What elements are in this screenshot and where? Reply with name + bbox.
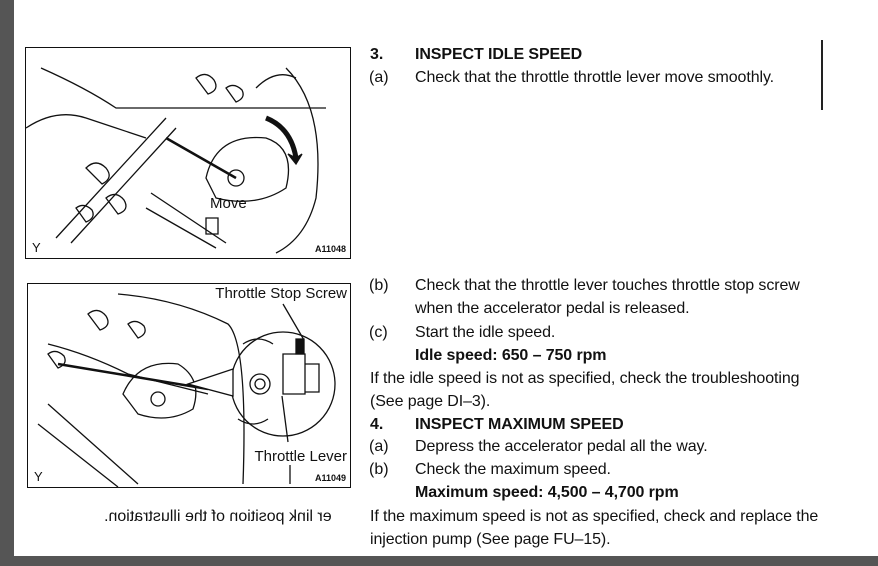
substep-mark: (b) <box>369 277 389 294</box>
substep-text: Start the idle speed. <box>415 324 556 341</box>
substep-text: Check that the throttle throttle lever m… <box>415 69 775 86</box>
maximum-speed-spec: Maximum speed: 4,500 – 4,700 rpm <box>415 484 679 501</box>
substep-text: when the accelerator pedal is released. <box>415 300 690 317</box>
substep-text: Check the maximum speed. <box>415 461 611 478</box>
engine-illustration <box>26 67 326 254</box>
note-text: If the maximum speed is not as specified… <box>370 508 819 525</box>
label-throttle-stop-screw: Throttle Stop Screw <box>215 285 347 302</box>
step-number: 3. <box>370 46 384 63</box>
throttle-lever-illustration <box>37 293 336 487</box>
substep-mark: (c) <box>369 324 388 341</box>
scan-border-bottom <box>0 556 878 566</box>
label-throttle-lever: Throttle Lever <box>254 448 347 465</box>
note-text: (See page DI–3). <box>370 393 491 410</box>
step-title: INSPECT IDLE SPEED <box>415 46 583 63</box>
substep-text: Check that the throttle lever touches th… <box>415 277 800 294</box>
figure-code: A11049 <box>314 473 346 483</box>
idle-speed-spec: Idle speed: 650 – 750 rpm <box>415 347 607 364</box>
step-title: INSPECT MAXIMUM SPEED <box>415 416 624 433</box>
label-move: Move <box>210 195 247 212</box>
substep-text: Depress the accelerator pedal all the wa… <box>415 438 708 455</box>
figure-throttle-stop-screw: Throttle Stop Screw Throttle Lever Y A11… <box>27 283 351 488</box>
figure-code: A11048 <box>314 244 346 254</box>
note-text: injection pump (See page FU–15). <box>370 531 611 548</box>
margin-rule <box>821 40 823 110</box>
figure-corner-mark: Y <box>32 240 41 255</box>
step-number: 4. <box>370 416 384 433</box>
figure-idle-throttle-move: Move Y A11048 <box>25 47 351 259</box>
substep-mark: (a) <box>369 69 389 86</box>
substep-mark: (b) <box>369 461 389 478</box>
substep-mark: (a) <box>369 438 389 455</box>
note-text: If the idle speed is not as specified, c… <box>370 370 800 387</box>
figure-corner-mark: Y <box>34 469 43 484</box>
mirrored-bleed-text: er link position of the illustration. <box>104 508 332 525</box>
scan-border-left <box>0 0 14 566</box>
